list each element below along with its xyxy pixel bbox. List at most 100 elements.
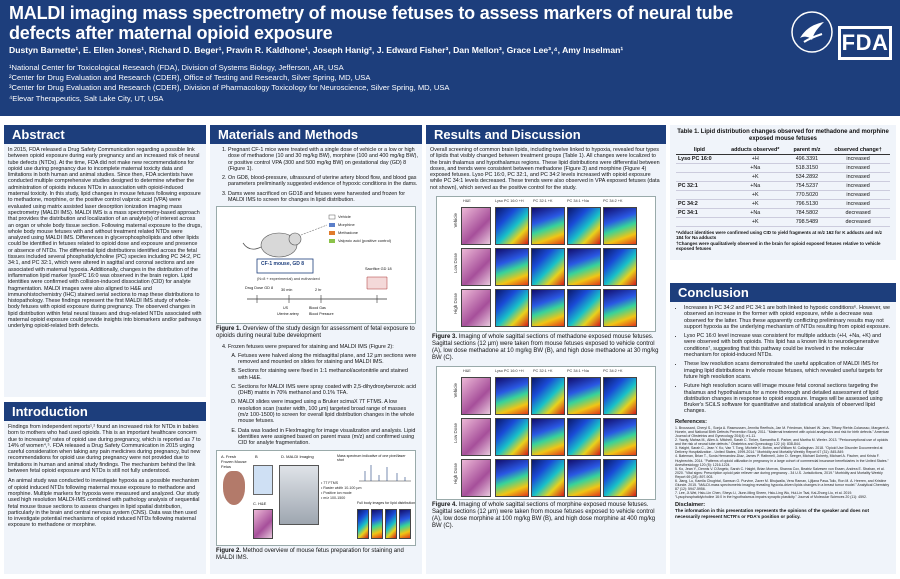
figure-2-label: Figure 2. [216,547,242,554]
he-image [461,418,491,457]
method-substep: Sections for staining were fixed in 1:1 … [238,368,418,381]
fig1-timeline-label: Sacrifice GD 18 [365,267,392,272]
image-column-label: PC 34:2 +K [603,199,623,204]
reference-item: 2. Yazdy, Mahsa M., Allen A. Mitchell, S… [675,438,889,447]
table-cell: increased [826,190,890,200]
maldi-ion-image [495,418,529,457]
he-image [461,207,491,246]
figure-4-label: Figure 4. [432,502,458,509]
table-cell: PC 34:2 [676,199,723,209]
fig2-ion-image [357,508,369,539]
table-cell: 770.5020 [787,190,827,200]
fig2-ion-image [399,508,411,539]
abstract-body: In 2015, FDA released a Drug Safety Comm… [8,147,202,330]
maldi-ion-image [603,248,637,287]
maldi-ion-image [531,418,565,457]
disclaimer-heading: Disclaimer: [675,502,706,509]
image-row-label: High Dose [453,463,458,485]
introduction-panel: Introduction Findings from independent r… [4,402,206,574]
image-column-label: PC 34:1 +Na [567,369,589,374]
he-image [461,459,491,498]
table-header: lipid [676,146,723,155]
fig2-spec-line: • Positive ion mode [321,490,352,495]
poster-title: MALDI imaging mass spectrometry of mouse… [9,3,734,43]
figure-1-label: Figure 1. [216,326,242,333]
fig2-spec-line: • Raster width 10-100 µm [321,485,362,490]
maldi-ion-image [567,377,601,416]
fig2-ion-image [371,508,383,539]
table-header: adducts observed* [722,146,788,155]
image-column-label: Lyso PC 16:0 +H [495,369,524,374]
reference-item: 1. Broussard, Cheryl S., Sonja A. Rasmus… [675,425,890,438]
reference-item: 3. Haight, Sarah C., Jean Y. Ko, Van T. … [675,446,883,455]
he-stain-image [253,508,273,539]
image-column-label: H&E [463,199,471,204]
table-cell: +K [722,172,788,182]
image-column-label: H&E [463,369,471,374]
fig1-legend-item: Valproic acid (positive control) [338,238,392,244]
fig2-spec-line: • 7T FTMS [321,480,339,485]
maldi-ion-image [567,248,601,287]
maldi-ion-image [531,248,565,287]
table-note: *Adduct identities were confirmed using … [676,230,883,241]
table-cell: increased [826,154,890,164]
he-image [461,377,491,416]
method-substep: MALDI slides were imaged using a Bruker … [238,399,418,424]
conclusion-panel: Conclusion Increases in PC 34:2 and PC 3… [670,283,896,574]
abstract-heading: Abstract [4,125,206,144]
references-heading: References: [675,418,708,425]
results-heading: Results and Discussion [426,125,666,144]
table-cell: 518.3150 [787,163,827,173]
table-header: parent m/z [787,146,827,155]
maldi-ion-image [531,377,565,416]
hhs-eagle-logo-icon [791,11,833,53]
fig1-timeline-sub: US [283,306,288,311]
introduction-paragraph: An animal study was conducted to investi… [8,478,200,529]
maldi-ion-image [603,377,637,416]
fig1-timeline-sub: Blood Pressure [309,312,334,317]
introduction-heading: Introduction [4,402,206,421]
table-cell: PC 32:1 [676,181,723,191]
fig1-legend-item: Morphine [338,222,355,228]
results-panel: Results and Discussion Overall screening… [426,125,666,574]
table-1-caption: Lipid distribution changes observed for … [699,129,889,142]
maldi-ion-image [603,207,637,246]
introduction-paragraph: Findings from independent reports¹,² fou… [8,424,201,475]
maldi-ion-image [495,248,529,287]
affiliation-line: ¹National Center for Toxicological Resea… [9,63,344,72]
fig2-ion-image [385,508,397,539]
poster-header: MALDI imaging mass spectrometry of mouse… [0,0,900,116]
maldi-ion-image [567,459,601,498]
mass-spectrometer-image [279,464,319,525]
table-cell [676,217,723,227]
fig1-mouse-label: CF-1 mouse, GD 8 [261,261,305,268]
maldi-ion-image [567,418,601,457]
table-cell: increased [826,181,890,191]
mass-spectrum-plot [359,464,411,481]
fig1-timeline-sub: Uterine artery [277,312,299,317]
image-row-label: Low Dose [453,253,458,274]
method-step: Dams were sacrificed on GD18 and fetuses… [228,191,418,204]
table-cell: +Na [722,181,788,191]
fig2-panel-label: A. Fresh Frozen Mouse Fetus [221,453,247,469]
figure-4-caption: Imaging of whole sagittal sections of mo… [432,502,656,530]
figure-1-study-design: CF-1 mouse, GD 8 (N=8 + experimental) an… [216,206,416,325]
method-substep: Sections for MALDI IMS were spray coated… [238,384,418,397]
slide-image [253,464,273,495]
methods-panel: Materials and Methods Pregnant CF-1 mice… [210,125,422,574]
fig1-timeline-label: Drug Dose GD 8 [245,286,274,291]
fig2-inset-title: Mass spectrum indicative of one pixel/la… [337,453,406,462]
figure-3-caption: Imaging of whole sagittal sections of me… [432,334,659,362]
figure-2-caption: Method overview of mouse fetus preparati… [216,547,404,561]
figure-4-morphine-images: H&E Lyso PC 16:0 +H PC 32:1 +K PC 34:1 +… [436,366,656,501]
lipid-change-table: lipid adducts observed* parent m/z obser… [676,146,890,227]
reference-item: 5. Ko, Jean Y., Dennis V. D'Angelo, Sara… [675,466,885,479]
maldi-ion-image [567,289,601,328]
maldi-ion-image [603,459,637,498]
fig2-inset-sub: Full body images for lipid distribution [357,500,416,505]
